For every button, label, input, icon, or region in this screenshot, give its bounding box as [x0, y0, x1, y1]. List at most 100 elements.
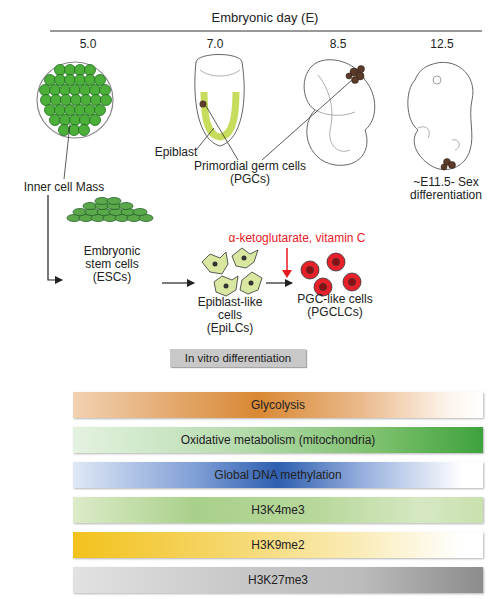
blastocyst-illustration — [100, 85, 111, 96]
blastocyst-illustration — [70, 85, 81, 96]
e12-5-embryo-illustration — [449, 162, 456, 169]
blastocyst-illustration — [60, 115, 71, 126]
blastocyst-illustration — [101, 95, 112, 106]
epilc-illustration — [224, 284, 229, 289]
pgclc-illustration — [343, 273, 361, 291]
epilc-illustration — [213, 262, 218, 267]
epiblast-embryo-illustration — [195, 55, 244, 147]
blastocyst-illustration — [95, 105, 106, 116]
cell-stage-node: Embryonic stem cells (ESCs) — [62, 198, 162, 284]
blastocyst-illustration — [40, 85, 51, 96]
e12-5-embryo-illustration — [452, 140, 459, 150]
blastocyst-illustration — [45, 105, 56, 116]
pgclc-illustration — [349, 279, 356, 286]
trend-band: Oxidative metabolism (mitochondria) — [73, 427, 483, 453]
blastocyst-illustration — [55, 105, 66, 116]
esc-colony-illustration — [133, 209, 147, 216]
node-text: Epiblast-like cells (EpiLCs) — [194, 296, 266, 335]
treatment-arrow — [282, 270, 292, 278]
pgclc-illustration — [307, 267, 314, 274]
node-text: In vitro differentiation — [170, 352, 306, 365]
blastocyst-illustration — [85, 75, 96, 86]
blastocyst-illustration — [79, 125, 90, 136]
e8-5-embryo-illustration — [352, 77, 359, 84]
blastocyst-illustration — [80, 115, 91, 126]
timeline-axis — [50, 31, 482, 32]
blastocyst-illustration — [70, 115, 81, 126]
blastocyst-illustration — [81, 95, 92, 106]
blastocyst-illustration — [90, 115, 101, 126]
epiblast-embryo-illustration — [200, 70, 240, 76]
blastocyst-illustration — [61, 95, 72, 106]
e12-5-embryo-illustration — [418, 127, 429, 138]
flow-arrow — [48, 195, 62, 280]
blastocyst-illustration — [51, 95, 62, 106]
leader-lines — [64, 124, 70, 179]
epilc-illustration — [240, 272, 262, 294]
blastocyst-illustration — [45, 75, 56, 86]
blastocyst-illustration — [55, 65, 66, 76]
epilc-illustration — [214, 276, 238, 296]
blastocyst-illustration — [55, 75, 66, 86]
cell-stage-node: PGC-like cells (PGCLCs) — [292, 256, 378, 319]
trend-band: Global DNA methylation — [73, 462, 483, 488]
blastocyst-illustration — [41, 95, 52, 106]
pgclc-illustration — [301, 253, 361, 296]
blastocyst-illustration — [85, 105, 96, 116]
epilc-illustration — [249, 281, 254, 286]
cell-source-label: Inner cell Mass — [18, 180, 110, 195]
day-number: 8.5 — [318, 38, 358, 51]
blastocyst-illustration — [71, 95, 82, 106]
trend-band: H3K4me3 — [73, 497, 483, 523]
epilc-illustration — [232, 248, 258, 268]
blastocyst-illustration — [85, 65, 96, 76]
leader-lines — [206, 106, 238, 160]
blastocyst-illustration — [75, 75, 86, 86]
section-tag: In vitro differentiation — [170, 349, 306, 367]
e8-5-embryo-illustration — [358, 66, 365, 73]
e8-5-embryo-illustration — [346, 73, 352, 79]
pgclc-illustration — [333, 259, 340, 266]
e12-5-embryo-illustration — [441, 164, 447, 170]
epiblast-embryo-illustration — [195, 55, 244, 147]
blastocyst-illustration — [40, 65, 112, 136]
blastocyst-illustration — [75, 105, 86, 116]
blastocyst-illustration — [90, 85, 101, 96]
node-text: Embryonic stem cells (ESCs) — [79, 245, 145, 284]
blastocyst-illustration — [65, 105, 76, 116]
esc-colony-illustration — [67, 198, 153, 222]
structure-label: Epiblast — [146, 146, 206, 159]
blastocyst-illustration — [91, 95, 102, 106]
node-text: H3K9me2 — [78, 539, 478, 552]
e12-5-embryo-illustration — [433, 76, 441, 84]
node-text: H3K4me3 — [78, 504, 478, 517]
node-text: H3K27me3 — [78, 574, 478, 587]
esc-colony-illustration — [107, 198, 121, 205]
stage-note: ~E11.5- Sex differentiation — [403, 176, 489, 202]
trend-band: H3K9me2 — [73, 532, 483, 558]
pgclc-illustration — [320, 284, 327, 291]
epilc-illustration — [242, 256, 247, 261]
blastocyst-illustration — [50, 85, 61, 96]
pgclc-illustration — [301, 261, 319, 279]
node-text: Inner cell Mass — [18, 181, 110, 194]
node-text: Oxidative metabolism (mitochondria) — [78, 434, 478, 447]
blastocyst-illustration — [65, 75, 76, 86]
blastocyst-illustration — [59, 125, 70, 136]
e12-5-embryo-illustration — [408, 62, 473, 169]
blastocyst-illustration — [75, 65, 86, 76]
blastocyst-illustration — [37, 62, 113, 138]
node-text: Glycolysis — [78, 399, 478, 412]
epilc-illustration — [202, 252, 228, 274]
axis-title: Embryonic day (E) — [175, 11, 355, 24]
epiblast-embryo-illustration — [200, 101, 207, 108]
e8-5-embryo-illustration — [304, 60, 375, 166]
trend-band: H3K27me3 — [73, 567, 483, 593]
flow-arrow — [266, 282, 292, 283]
day-number: 12.5 — [422, 38, 462, 51]
treatment-arrow — [282, 248, 292, 278]
epilc-illustration — [213, 256, 254, 289]
flow-arrow — [162, 282, 194, 283]
e8-5-embryo-illustration — [346, 66, 365, 84]
